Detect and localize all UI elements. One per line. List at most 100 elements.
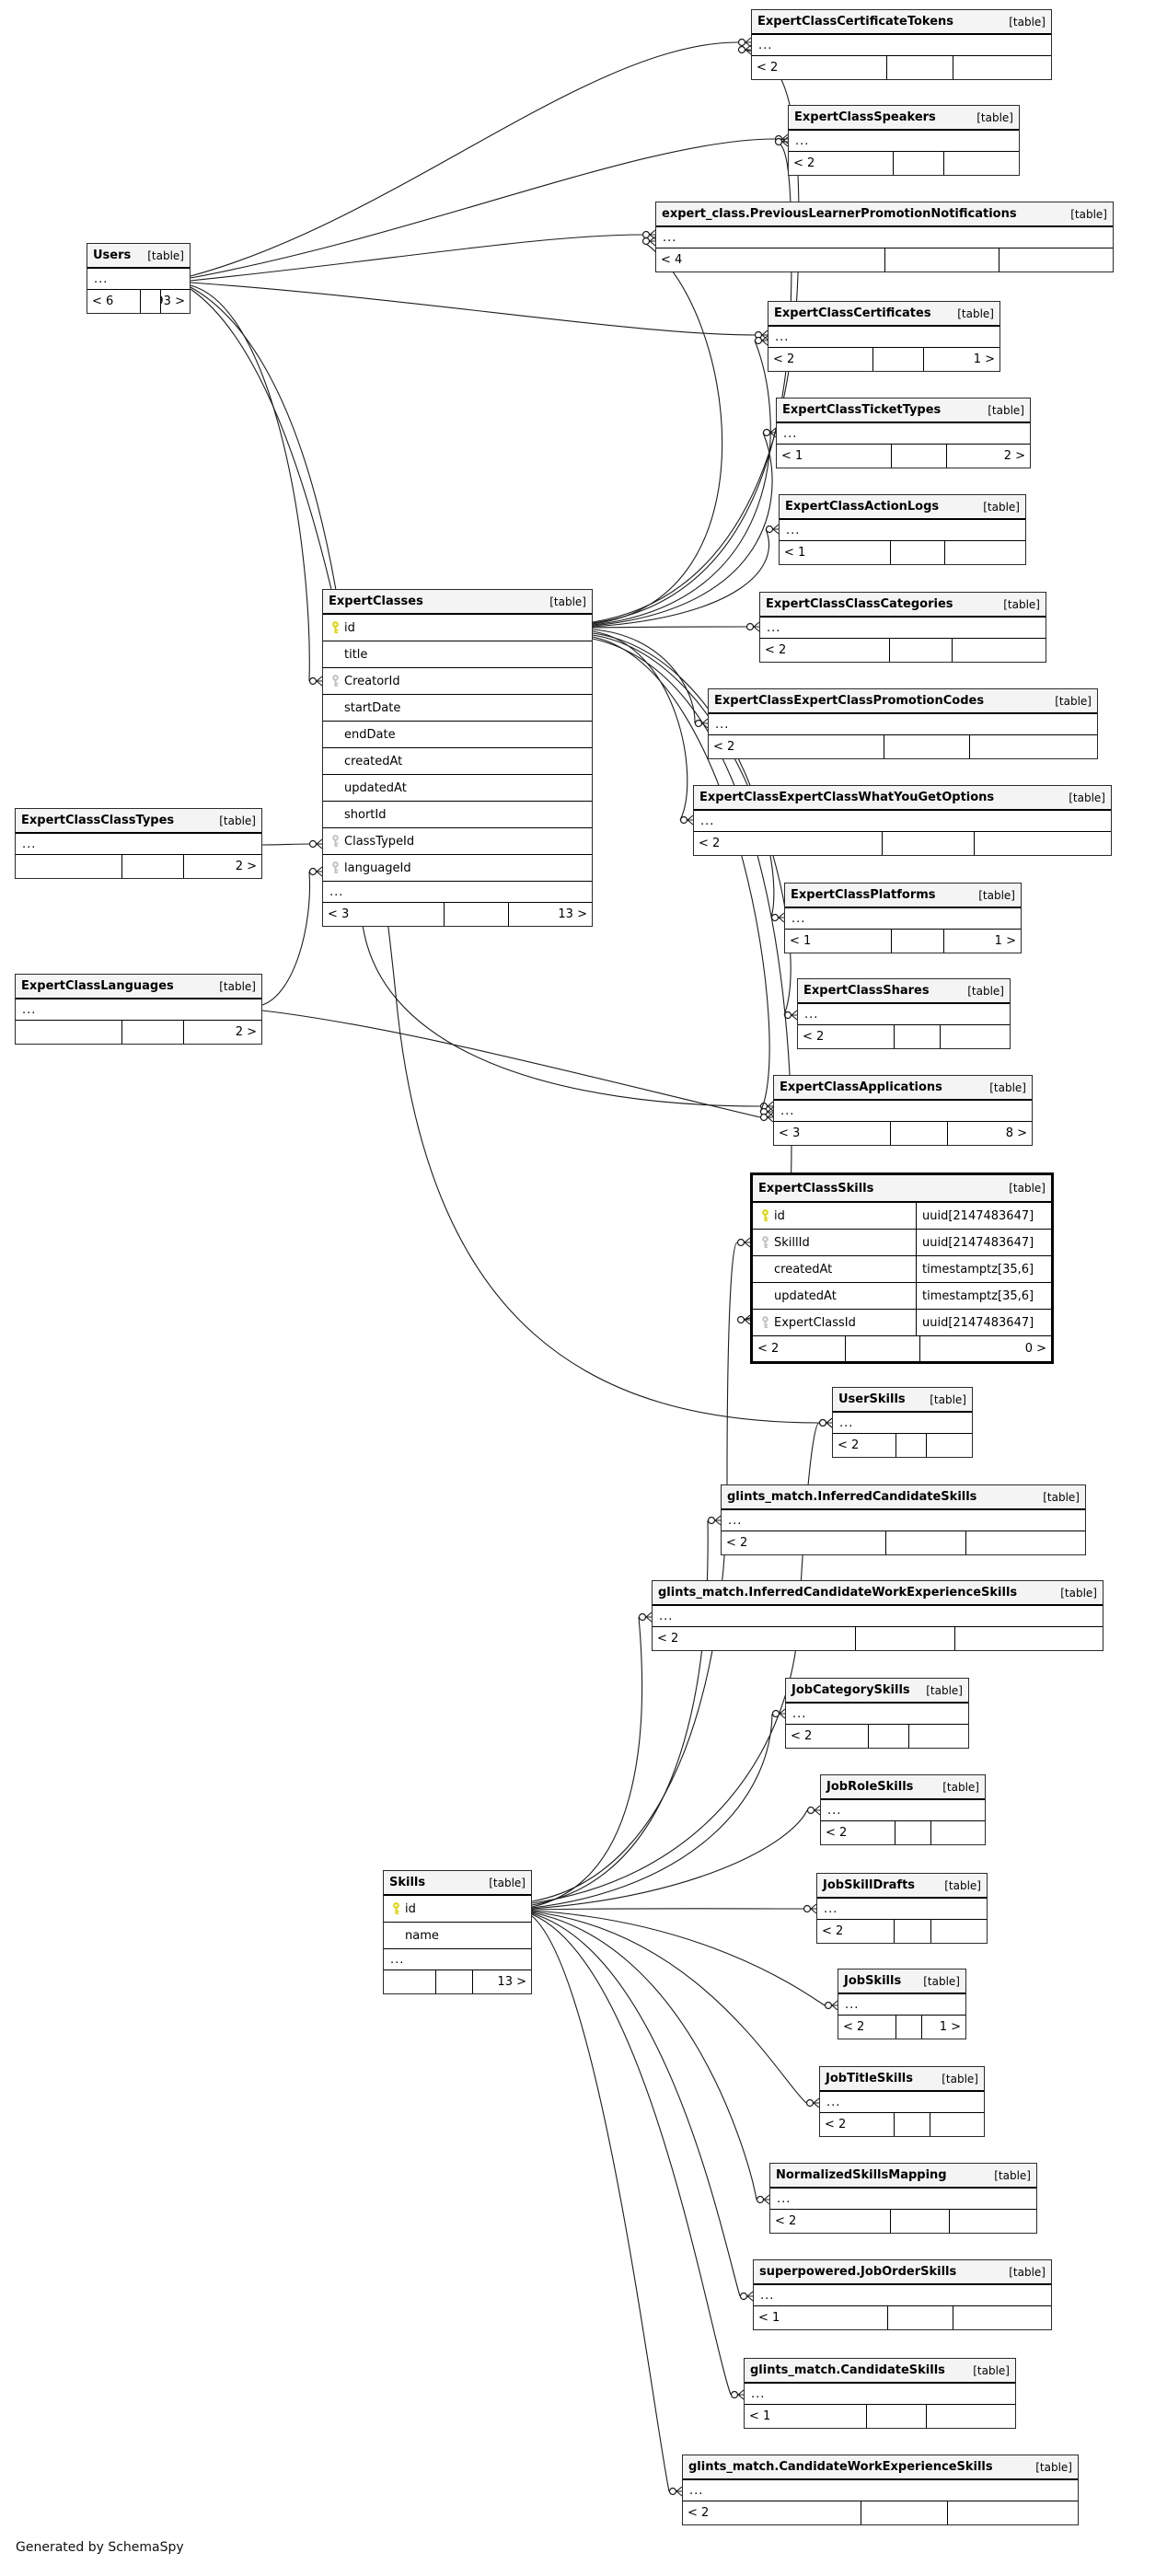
table-name[interactable]: UserSkills	[838, 1392, 906, 1406]
column-row-ClassTypeId[interactable]: ClassTypeId	[323, 828, 592, 855]
table-ExpertClassExpertClassPromotionCodes[interactable]: ExpertClassExpertClassPromotionCodes [ta…	[708, 688, 1098, 759]
table-name[interactable]: Users	[93, 248, 132, 262]
table-name[interactable]: ExpertClassPlatforms	[791, 888, 936, 902]
crows-foot-icon	[744, 1314, 751, 1325]
table-superpowered.JobOrderSkills[interactable]: superpowered.JobOrderSkills [table] ... …	[753, 2259, 1052, 2330]
table-name[interactable]: glints_match.InferredCandidateWorkExperi…	[658, 1586, 1018, 1600]
table-glints_match.CandidateSkills[interactable]: glints_match.CandidateSkills [table] ...…	[744, 2358, 1016, 2429]
table-ExpertClassClassTypes[interactable]: ExpertClassClassTypes [table] ... 2 >	[15, 808, 262, 879]
table-name[interactable]: ExpertClassCertificates	[774, 306, 931, 320]
table-type-label: [table]	[989, 1080, 1026, 1094]
table-name[interactable]: JobTitleSkills	[826, 2072, 913, 2085]
column-row-id[interactable]: id	[384, 1896, 531, 1923]
table-ExpertClassCertificateTokens[interactable]: ExpertClassCertificateTokens [table] ...…	[751, 9, 1052, 80]
table-footer: 2 >	[16, 1021, 261, 1044]
table-NormalizedSkillsMapping[interactable]: NormalizedSkillsMapping [table] ... < 2	[769, 2163, 1037, 2234]
table-type-label: [table]	[1060, 1586, 1097, 1600]
table-ExpertClassClassCategories[interactable]: ExpertClassClassCategories [table] ... <…	[759, 592, 1046, 663]
table-name[interactable]: ExpertClassSkills	[758, 1181, 874, 1196]
footer-spacer	[884, 248, 999, 271]
table-header: ExpertClassCertificates [table]	[768, 302, 999, 327]
column-row-name[interactable]: name	[384, 1923, 531, 1949]
column-row-shortId[interactable]: shortId	[323, 802, 592, 828]
table-ExpertClassLanguages[interactable]: ExpertClassLanguages [table] ... 2 >	[15, 974, 262, 1045]
column-row-updatedAt[interactable]: updatedAt	[323, 775, 592, 802]
table-name[interactable]: JobRoleSkills	[826, 1780, 914, 1794]
table-JobSkillDrafts[interactable]: JobSkillDrafts [table] ... < 2	[816, 1873, 988, 1944]
table-name[interactable]: ExpertClassExpertClassPromotionCodes	[714, 694, 985, 708]
table-ExpertClassCertificates[interactable]: ExpertClassCertificates [table] ... < 2 …	[768, 301, 1000, 372]
table-name[interactable]: Skills	[389, 1876, 426, 1889]
column-name: CreatorId	[344, 674, 400, 688]
table-ExpertClassSpeakers[interactable]: ExpertClassSpeakers [table] ... < 2	[788, 105, 1020, 176]
table-glints_match.InferredCandidateWorkExperienceSkills[interactable]: glints_match.InferredCandidateWorkExperi…	[652, 1580, 1103, 1651]
children-count: 2 >	[182, 855, 261, 878]
table-name[interactable]: ExpertClassCertificateTokens	[757, 15, 954, 29]
table-ExpertClassApplications[interactable]: ExpertClassApplications [table] ... < 3 …	[773, 1075, 1033, 1146]
table-name[interactable]: JobCategorySkills	[791, 1683, 910, 1697]
parents-count: < 1	[784, 546, 806, 560]
table-name[interactable]: ExpertClassExpertClassWhatYouGetOptions	[699, 791, 995, 804]
parents-count: < 3	[328, 907, 350, 921]
column-row-startDate[interactable]: startDate	[323, 695, 592, 722]
table-ExpertClassExpertClassWhatYouGetOptions[interactable]: ExpertClassExpertClassWhatYouGetOptions …	[693, 785, 1112, 856]
children-count	[952, 56, 1051, 79]
zero-or-many-circle	[737, 45, 746, 54]
table-JobCategorySkills[interactable]: JobCategorySkills [table] ... < 2	[785, 1678, 969, 1749]
table-expert_class.PreviousLearnerPromotionNotifications[interactable]: expert_class.PreviousLearnerPromotionNot…	[655, 202, 1114, 272]
relationship-line-Skills-to-glints_match.InferredCandidateWorkExperienceSkills	[531, 1616, 643, 1908]
table-name[interactable]: ExpertClassClassTypes	[21, 814, 175, 827]
table-ExpertClassShares[interactable]: ExpertClassShares [table] ... < 2	[797, 978, 1011, 1049]
more-columns-row: ...	[838, 1994, 965, 2016]
table-name[interactable]: glints_match.InferredCandidateSkills	[727, 1490, 977, 1504]
table-name[interactable]: ExpertClassClassCategories	[766, 597, 953, 611]
table-type-label: [table]	[976, 110, 1013, 124]
table-ExpertClassPlatforms[interactable]: ExpertClassPlatforms [table] ... < 1 1 >	[784, 883, 1022, 953]
footer-spacer	[121, 855, 183, 878]
table-name[interactable]: glints_match.CandidateWorkExperienceSkil…	[688, 2460, 993, 2474]
parents-count: < 2	[843, 2020, 865, 2034]
table-glints_match.InferredCandidateSkills[interactable]: glints_match.InferredCandidateSkills [ta…	[721, 1484, 1086, 1555]
table-name[interactable]: NormalizedSkillsMapping	[776, 2168, 947, 2182]
column-row-id[interactable]: id	[323, 615, 592, 641]
table-JobSkills[interactable]: JobSkills [table] ... < 2 1 >	[838, 1969, 966, 2039]
table-name[interactable]: JobSkillDrafts	[823, 1878, 916, 1892]
more-columns-row: ...	[821, 1800, 985, 1821]
table-name[interactable]: ExpertClasses	[329, 595, 423, 608]
column-row-title[interactable]: title	[323, 641, 592, 668]
zero-or-many-circle	[783, 1011, 792, 1020]
parents-count	[16, 855, 121, 878]
table-name[interactable]: ExpertClassSpeakers	[794, 110, 936, 124]
column-row-languageId[interactable]: languageId	[323, 855, 592, 882]
table-name[interactable]: ExpertClassApplications	[780, 1080, 942, 1094]
more-columns-row: ...	[768, 327, 999, 348]
table-ExpertClassActionLogs[interactable]: ExpertClassActionLogs [table] ... < 1	[779, 494, 1026, 565]
table-name[interactable]: ExpertClassLanguages	[21, 979, 174, 993]
table-ExpertClassTicketTypes[interactable]: ExpertClassTicketTypes [table] ... < 1 2…	[776, 398, 1031, 468]
table-JobTitleSkills[interactable]: JobTitleSkills [table] ... < 2	[819, 2066, 985, 2137]
table-name[interactable]: glints_match.CandidateSkills	[750, 2363, 945, 2377]
table-UserSkills[interactable]: UserSkills [table] ... < 2	[832, 1387, 973, 1458]
table-name[interactable]: JobSkills	[844, 1974, 902, 1988]
table-glints_match.CandidateWorkExperienceSkills[interactable]: glints_match.CandidateWorkExperienceSkil…	[682, 2455, 1079, 2525]
table-JobRoleSkills[interactable]: JobRoleSkills [table] ... < 2	[820, 1774, 986, 1845]
table-name[interactable]: ExpertClassActionLogs	[785, 500, 940, 514]
table-name[interactable]: ExpertClassShares	[803, 984, 930, 998]
table-name[interactable]: expert_class.PreviousLearnerPromotionNot…	[662, 207, 1017, 221]
table-name[interactable]: ExpertClassTicketTypes	[782, 403, 942, 417]
footer-spacer	[891, 930, 942, 953]
table-Users[interactable]: Users [table] ... < 6 193 >	[87, 243, 191, 314]
column-row-endDate[interactable]: endDate	[323, 722, 592, 748]
table-name[interactable]: superpowered.JobOrderSkills	[759, 2265, 957, 2279]
footer-spacer	[855, 1627, 954, 1650]
column-row-createdAt[interactable]: createdAt	[323, 748, 592, 775]
column-row-CreatorId[interactable]: CreatorId	[323, 668, 592, 695]
